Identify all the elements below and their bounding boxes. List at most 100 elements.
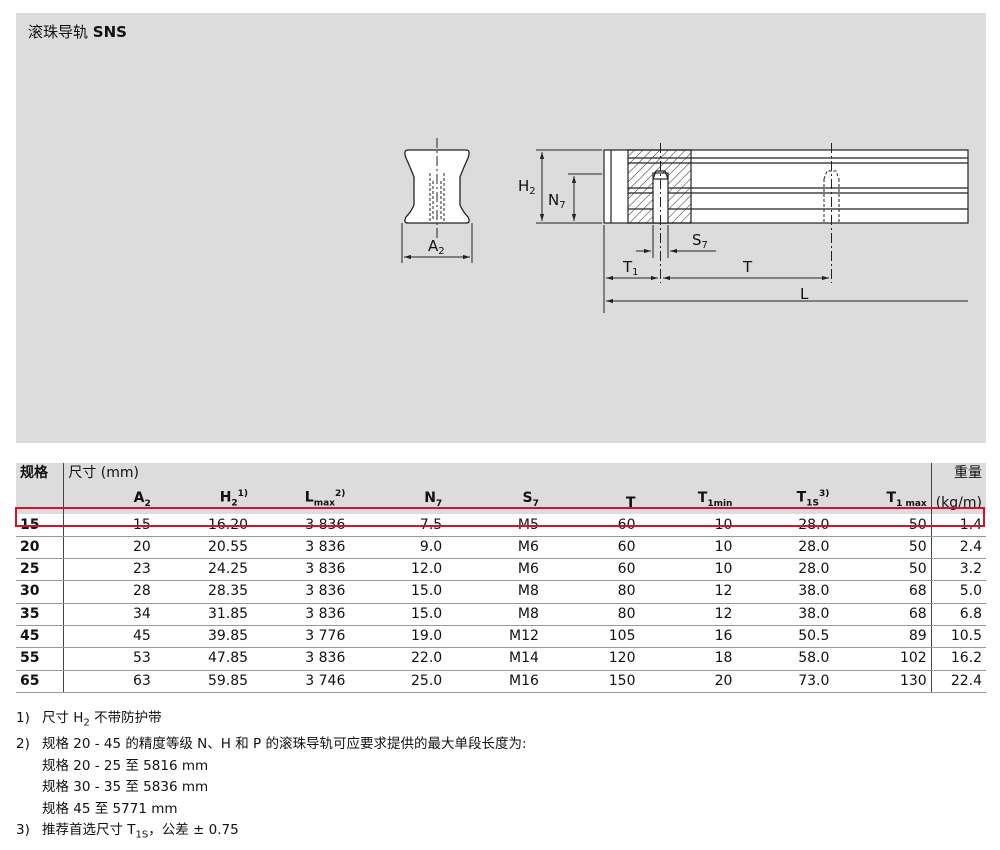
table-header-row-1: 规格 尺寸 (mm) 重量 — [16, 463, 986, 484]
col-symbol: N — [424, 489, 436, 506]
size-header: 尺寸 (mm) — [63, 463, 932, 484]
footnote-number: 2) — [16, 736, 30, 753]
table-cell: 65 — [16, 670, 65, 693]
col-header-2: Lmax2) — [252, 484, 350, 515]
table-cell: 15.0 — [349, 603, 447, 626]
table-cell: 10 — [639, 536, 737, 560]
table-cell: 59.85 — [154, 670, 253, 693]
technical-drawing: A2 H2 — [401, 138, 969, 313]
table-cell: 7.5 — [349, 514, 447, 537]
table-cell: 28.35 — [154, 580, 253, 604]
table-cell: 38.0 — [736, 580, 834, 604]
col-subscript: 7 — [435, 498, 443, 509]
footnote: 规格 20 - 25 至 5816 mm — [16, 756, 527, 778]
table-cell: 68 — [833, 580, 932, 604]
table-cell: 3 836 — [252, 603, 350, 626]
col-subscript: 7 — [532, 498, 539, 509]
table-cell: 50 — [833, 536, 932, 560]
table-cell: 60 — [542, 558, 640, 582]
label-n7: N7 — [548, 191, 566, 211]
table-cell: 20.55 — [154, 536, 253, 560]
table-cell: 3 746 — [252, 670, 350, 693]
col-header-1: H21) — [154, 484, 253, 515]
table-cell: M16 — [446, 670, 543, 693]
table-cell: 16.20 — [154, 514, 253, 537]
footnote-text: 规格 20 - 45 的精度等级 N、H 和 P 的滚珠导轨可应要求提供的最大单… — [42, 736, 527, 753]
table-cell: 12.0 — [349, 558, 447, 582]
col-subscript: 2 — [231, 498, 238, 509]
col-symbol: T — [625, 495, 636, 512]
col-superscript: 1) — [237, 489, 249, 499]
table-cell: 23 — [63, 558, 155, 582]
label-t1: T1 — [622, 258, 639, 278]
table-cell: 20 — [639, 670, 737, 693]
table-cell: 1.4 — [930, 514, 986, 537]
footnote: 2) 规格 20 - 45 的精度等级 N、H 和 P 的滚珠导轨可应要求提供的最… — [16, 734, 527, 756]
footnote-number — [16, 756, 42, 778]
table-cell: 3 836 — [252, 558, 350, 582]
table-cell: 3 776 — [252, 625, 350, 649]
weight-unit: (kg/m) — [930, 484, 986, 515]
title-code: SNS — [92, 23, 127, 41]
table-cell: 130 — [833, 670, 932, 693]
table-cell: 55 — [16, 647, 65, 671]
footnote-number — [16, 799, 42, 821]
table-cell: M6 — [446, 536, 543, 560]
footnote-text: 规格 20 - 25 至 5816 mm — [42, 757, 209, 774]
col-symbol: S — [522, 489, 533, 506]
col-header-6: T1min — [639, 484, 737, 515]
table-cell: 3.2 — [930, 558, 986, 582]
table-cell: 25 — [16, 558, 65, 582]
table-cell: 16.2 — [930, 647, 986, 671]
table-cell: 15 — [63, 514, 155, 537]
footnote-number: 3) — [16, 822, 30, 839]
table-cell: 60 — [542, 536, 640, 560]
col-symbol: T — [796, 489, 807, 506]
table-cell: 80 — [542, 603, 640, 626]
label-l: L — [800, 285, 809, 303]
weight-header: 重量 — [930, 463, 986, 484]
table-cell: 80 — [542, 580, 640, 604]
table-cell: 28 — [63, 580, 155, 604]
table-cell: 38.0 — [736, 603, 834, 626]
col-symbol: L — [304, 489, 314, 506]
table-cell: 34 — [63, 603, 155, 626]
table-cell: 19.0 — [349, 625, 447, 649]
table-cell: 10 — [639, 558, 737, 582]
table-cell: 50.5 — [736, 625, 834, 649]
table-cell: 39.85 — [154, 625, 253, 649]
rail-side-hole — [660, 143, 840, 283]
col-superscript: 3) — [818, 489, 830, 499]
col-header-8: T1 max — [833, 484, 932, 515]
label-h2: H2 — [518, 177, 536, 197]
table-cell: 35 — [16, 603, 65, 626]
footnote-number — [16, 777, 42, 799]
footnote-text: 规格 30 - 35 至 5836 mm — [42, 779, 209, 796]
table-cell: 3 836 — [252, 536, 350, 560]
table-cell: 10.5 — [930, 625, 986, 649]
col-symbol: A — [133, 489, 145, 506]
label-a2: A2 — [428, 237, 445, 257]
rail-cross-section — [404, 149, 470, 224]
table-cell: 5.0 — [930, 580, 986, 604]
drawing-panel: 滚珠导轨 SNS A2 — [16, 13, 986, 443]
table-cell: 3 836 — [252, 514, 350, 537]
table-cell: 22.4 — [930, 670, 986, 693]
table-cell: 20 — [63, 536, 155, 560]
table-cell: 16 — [639, 625, 737, 649]
col-superscript: 2) — [334, 489, 346, 499]
table-cell: 102 — [833, 647, 932, 671]
table-cell: 3 836 — [252, 647, 350, 671]
table-cell: 63 — [63, 670, 155, 693]
footnote-number: 1) — [16, 710, 30, 726]
col-symbol: T — [886, 489, 897, 506]
